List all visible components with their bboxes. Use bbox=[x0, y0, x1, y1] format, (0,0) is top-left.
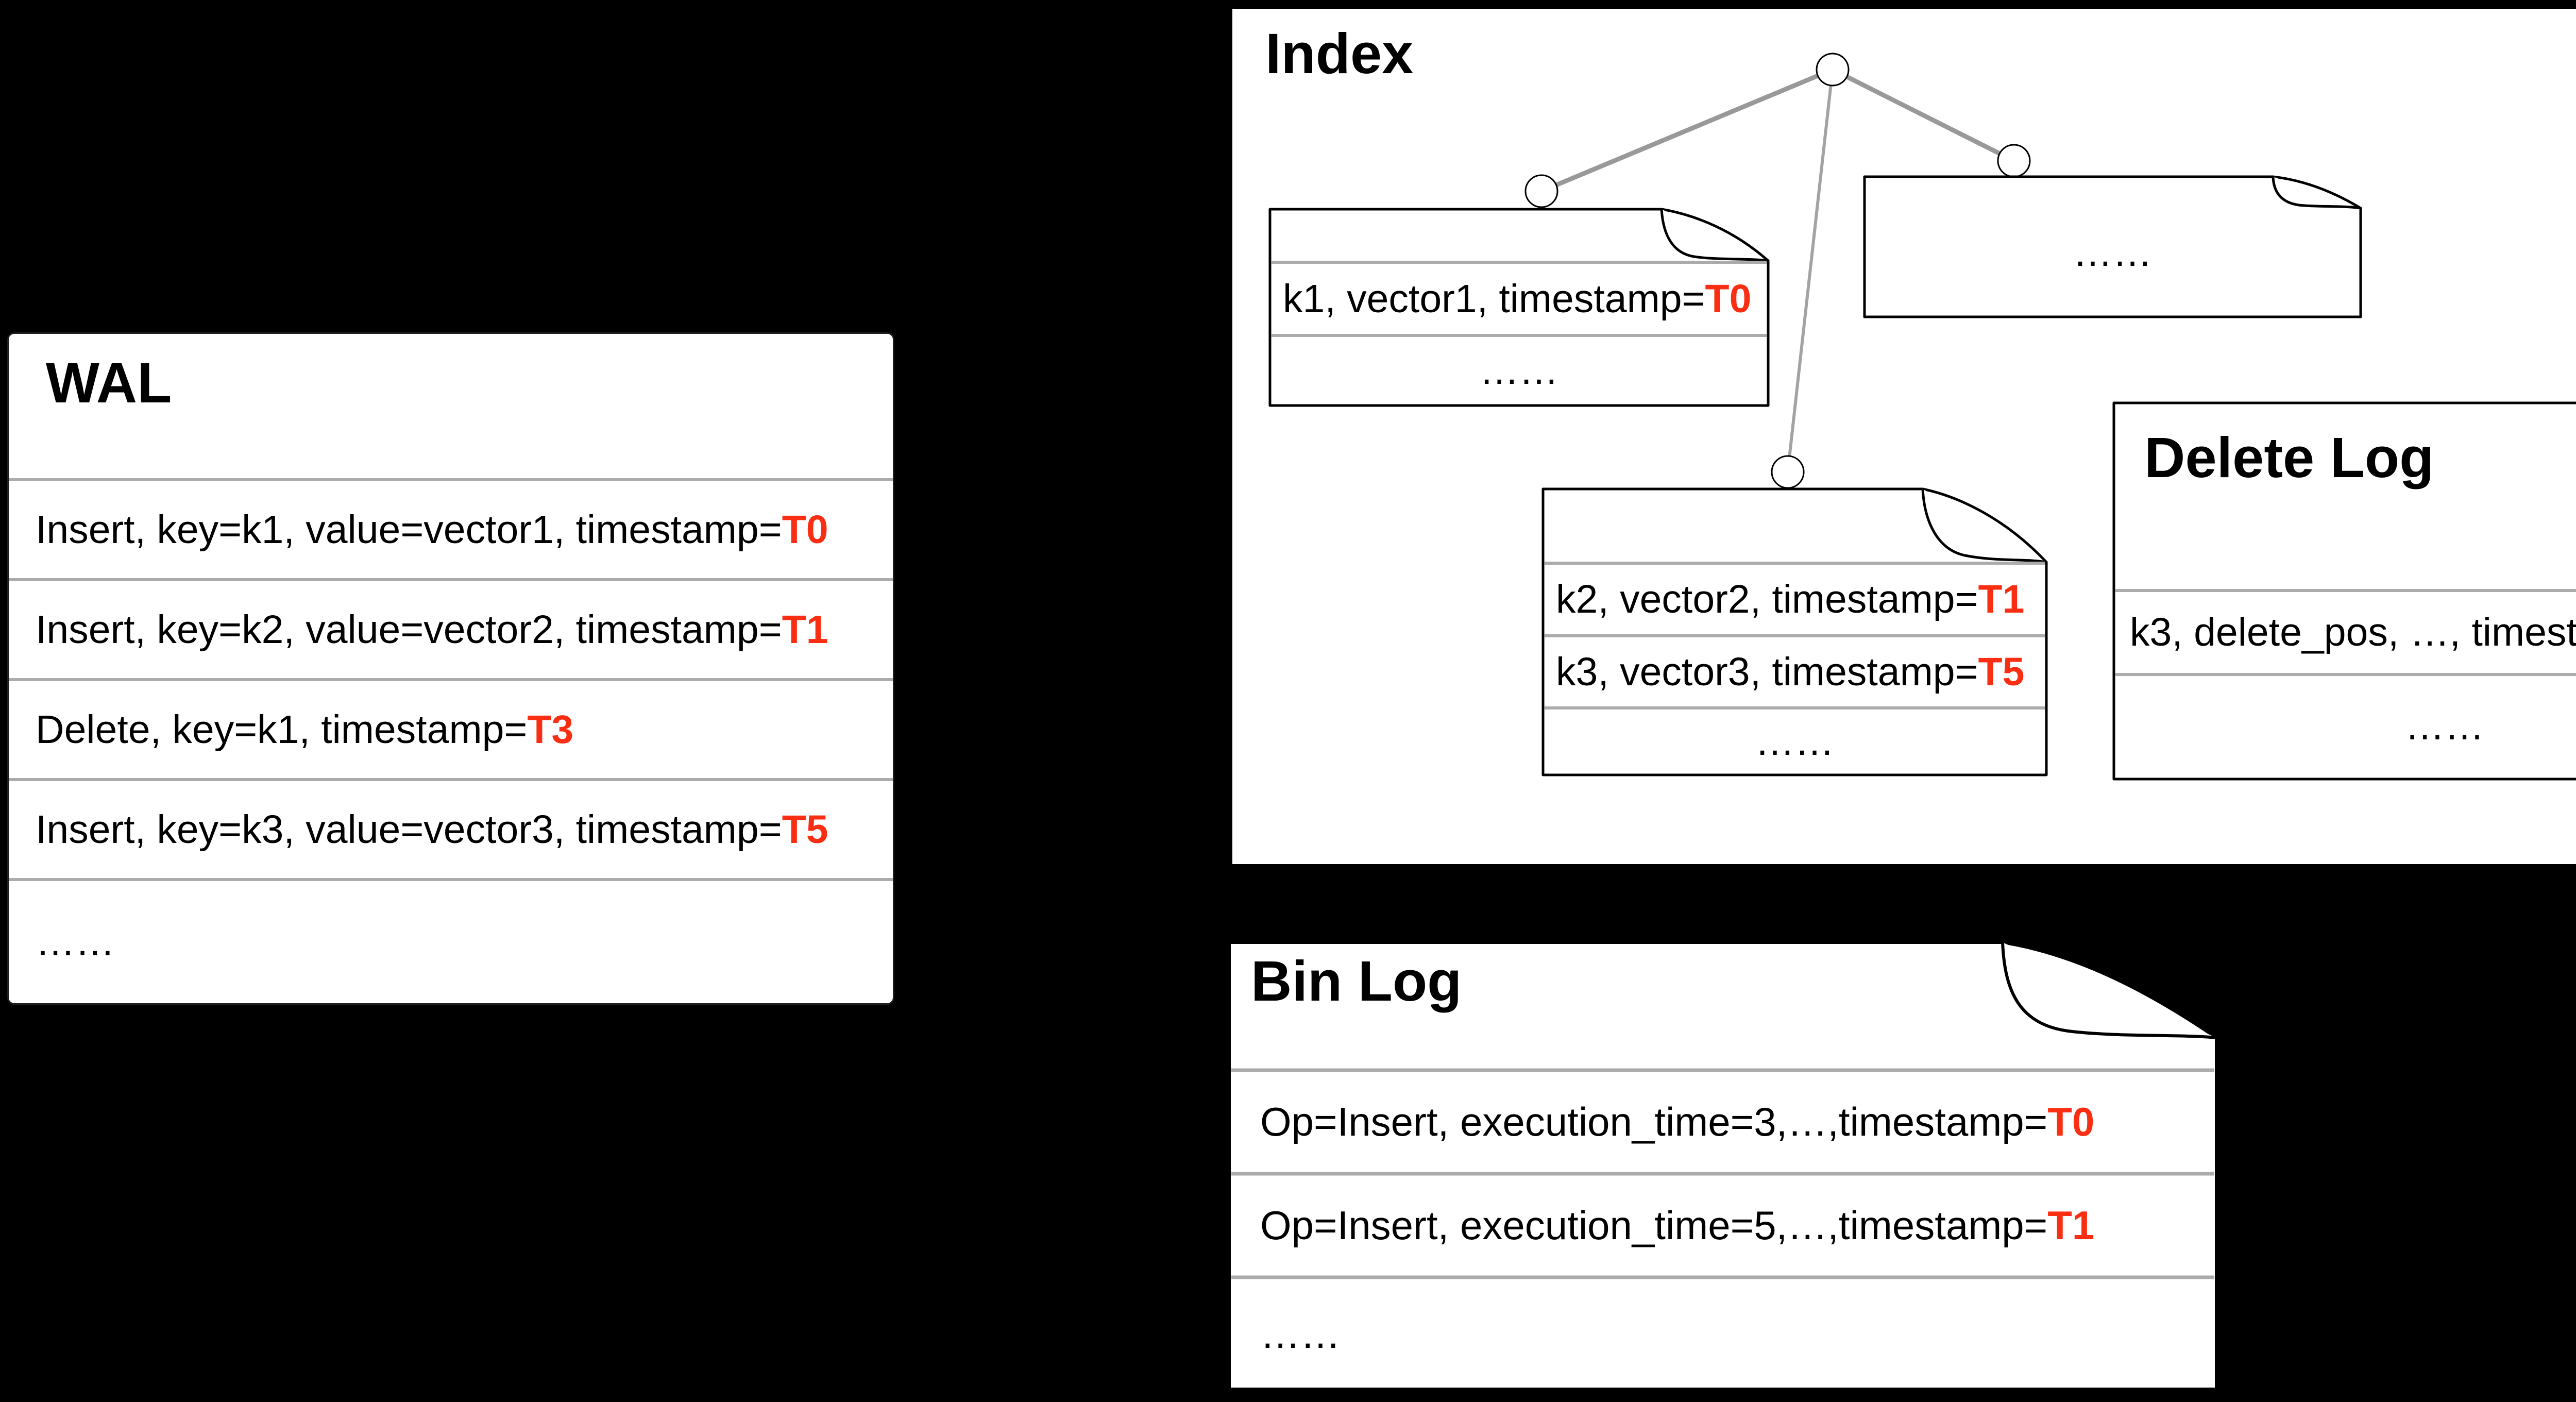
wal-row-text: Insert, key=k3, value=vector3, timestamp… bbox=[36, 807, 782, 852]
wal-row-text: Delete, key=k1, timestamp= bbox=[36, 707, 528, 752]
wal-row-text: Insert, key=k1, value=vector1, timestamp… bbox=[36, 507, 782, 552]
bin-log-row-text: …… bbox=[1260, 1311, 1341, 1357]
timestamp-value: T0 bbox=[1705, 276, 1752, 321]
page-corner-fold-icon bbox=[1660, 208, 1770, 262]
delete-log-row: k3, delete_pos, …, timestamp=T3 bbox=[2115, 590, 2576, 674]
page-corner-fold-icon bbox=[2272, 175, 2362, 210]
tree-node-right bbox=[1997, 144, 2031, 178]
page-shape bbox=[1541, 487, 2048, 776]
segment-row-text: k2, vector2, timestamp= bbox=[1556, 577, 1978, 621]
tree-edge-middle bbox=[1786, 69, 1834, 472]
tree-root-node bbox=[1816, 53, 1850, 87]
timestamp-value: T0 bbox=[2047, 1099, 2095, 1144]
wal-row: Insert, key=k2, value=vector2, timestamp… bbox=[9, 578, 893, 678]
delete-log-title: Delete Log bbox=[2144, 426, 2434, 489]
page-corner-fold-icon bbox=[2001, 941, 2218, 1039]
segment-row: k3, vector3, timestamp=T5 bbox=[1545, 636, 2045, 708]
wal-row-text: Insert, key=k2, value=vector2, timestamp… bbox=[36, 607, 782, 652]
index-tree bbox=[1524, 53, 2031, 489]
segment-row-text: k3, vector3, timestamp= bbox=[1556, 649, 1978, 694]
delete-log-row-ellipsis: …… bbox=[2115, 674, 2576, 778]
delete-log-row-text: k3, delete_pos, …, timestamp= bbox=[2130, 610, 2576, 654]
index-segment-more-file: …… bbox=[1863, 175, 2362, 318]
wal-row-ellipsis: …… bbox=[9, 878, 893, 1003]
tree-node-middle bbox=[1771, 455, 1805, 489]
tree-node-left bbox=[1524, 174, 1558, 208]
bin-log-title: Bin Log bbox=[1251, 950, 1462, 1013]
page-shape bbox=[1863, 175, 2362, 318]
timestamp-value: T1 bbox=[2047, 1203, 2095, 1248]
page-shape bbox=[1228, 941, 2218, 1391]
wal-row: Delete, key=k1, timestamp=T3 bbox=[9, 678, 893, 778]
page-shape bbox=[1268, 208, 1770, 407]
bin-log-file: Bin Log Op=Insert, execution_time=3,…,ti… bbox=[1227, 940, 2218, 1391]
segment-row-ellipsis: …… bbox=[1272, 335, 1767, 406]
bin-log-row: Op=Insert, execution_time=3,…,timestamp=… bbox=[1230, 1070, 2215, 1174]
page-shape bbox=[2112, 401, 2576, 781]
index-title: Index bbox=[1265, 22, 1414, 86]
timestamp-value: T5 bbox=[782, 807, 828, 852]
page-corner-fold-icon bbox=[1921, 487, 2048, 564]
segment-row: k1, vector1, timestamp=T0 bbox=[1272, 262, 1767, 335]
wal-box: WAL Insert, key=k1, value=vector1, times… bbox=[7, 332, 894, 1005]
timestamp-value: T1 bbox=[782, 607, 828, 652]
timestamp-value: T3 bbox=[527, 707, 574, 752]
segment-row-text: …… bbox=[2073, 230, 2153, 275]
segment-row-text: …… bbox=[1755, 719, 1835, 764]
tree-edge-left bbox=[1540, 67, 1834, 194]
segment-row-ellipsis: …… bbox=[1545, 708, 2045, 775]
wal-row: Insert, key=k1, value=vector1, timestamp… bbox=[9, 478, 893, 578]
index-segment-k2-file: k2, vector2, timestamp=T1 k3, vector3, t… bbox=[1541, 487, 2048, 776]
segment-row-ellipsis: …… bbox=[1866, 188, 2359, 317]
index-panel: Index k1, vector1, timestamp=T0 …… bbox=[1232, 9, 2576, 864]
delete-log-file: Delete Log k3, delete_pos, …, timestamp=… bbox=[2112, 401, 2576, 781]
segment-row: k2, vector2, timestamp=T1 bbox=[1545, 563, 2045, 636]
segment-row-text: k1, vector1, timestamp= bbox=[1283, 276, 1705, 321]
timestamp-value: T5 bbox=[1978, 649, 2025, 694]
bin-log-row-text: Op=Insert, execution_time=5,…,timestamp= bbox=[1260, 1203, 2048, 1248]
bin-log-row-ellipsis: …… bbox=[1230, 1277, 2215, 1391]
wal-title: WAL bbox=[46, 351, 172, 415]
timestamp-value: T1 bbox=[1978, 577, 2025, 621]
timestamp-value: T0 bbox=[782, 507, 828, 552]
bin-log-row-text: Op=Insert, execution_time=3,…,timestamp= bbox=[1260, 1099, 2048, 1144]
delete-log-row-text: …… bbox=[2405, 703, 2484, 748]
tree-edge-right bbox=[1831, 67, 2015, 163]
index-segment-k1-file: k1, vector1, timestamp=T0 …… bbox=[1268, 208, 1770, 407]
wal-row: Insert, key=k3, value=vector3, timestamp… bbox=[9, 778, 893, 878]
bin-log-row: Op=Insert, execution_time=5,…,timestamp=… bbox=[1230, 1174, 2215, 1277]
wal-row-text: …… bbox=[36, 920, 115, 964]
segment-row-text: …… bbox=[1479, 348, 1559, 393]
